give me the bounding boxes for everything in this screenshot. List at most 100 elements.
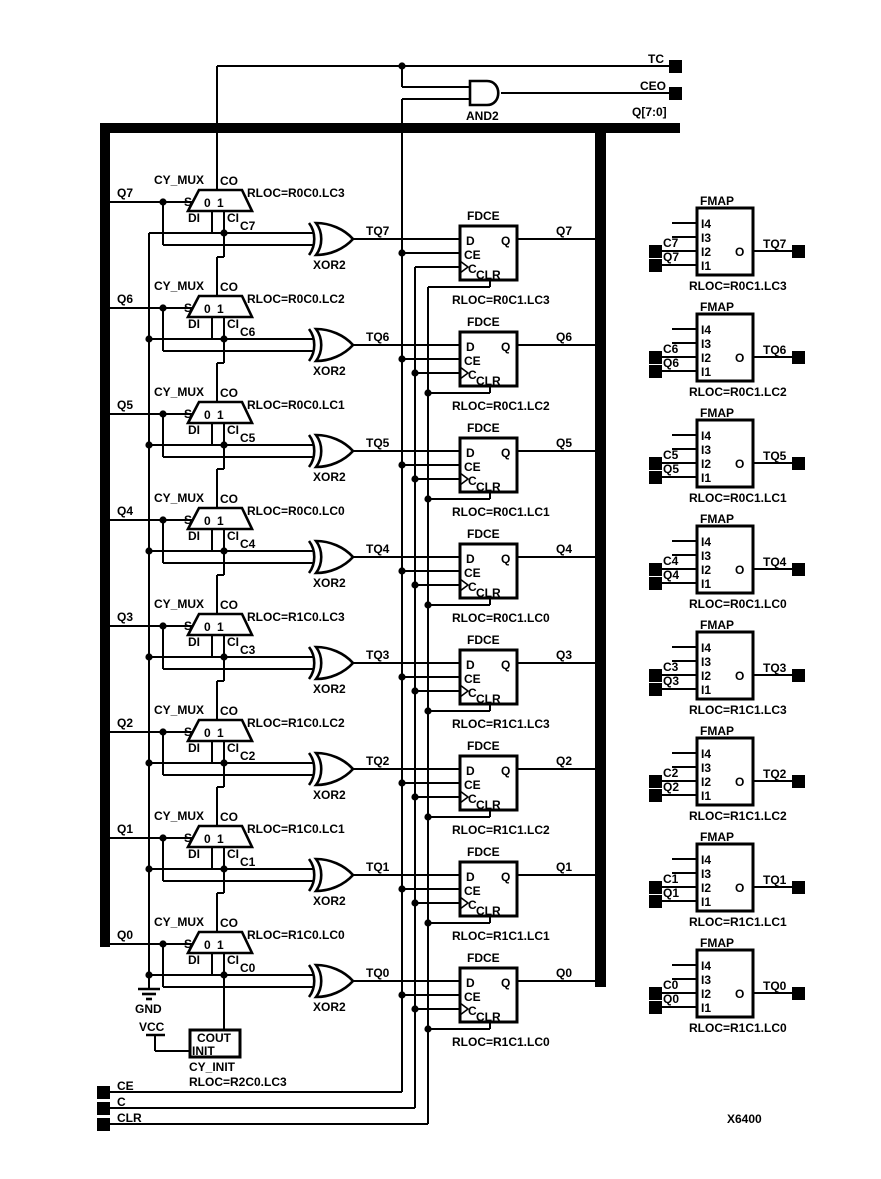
fdce-box [458,542,519,600]
i4-pin-label: I4 [701,641,711,655]
c-pad-label: C2 [663,766,679,780]
ce-pin-label: CE [464,990,481,1004]
clock-triangle [459,1002,470,1016]
q-branch-dot [159,516,167,524]
mux-0-label: 0 [204,832,211,846]
co-pin-label: CO [220,916,238,930]
q-net-label: Q1 [117,822,133,836]
c-junction-dot [411,369,419,377]
part-number-label: X6400 [727,1112,762,1126]
co-pin-label: CO [220,810,238,824]
fmap-rloc-label: RLOC=R0C1.LC0 [689,597,787,611]
cy-init-label: CY_INIT [189,1060,236,1074]
tq-out-label: TQ5 [763,449,787,463]
c-input-pad [649,563,662,576]
fdce-rloc-label: RLOC=R1C1.LC0 [452,1035,550,1049]
fdce-rloc-label: RLOC=R1C1.LC1 [452,929,550,943]
fmap-out-pad [792,563,805,576]
fdce-title: FDCE [467,633,500,647]
fmap-title: FMAP [700,830,734,844]
clock-triangle [459,896,470,910]
fdce-rloc-label: RLOC=R0C1.LC2 [452,399,550,413]
clr-junction-dot [424,813,432,821]
mux-1-label: 1 [217,408,224,422]
ci-pin-label: CI [227,847,239,861]
xor2-label: XOR2 [313,258,346,272]
i2-pin-label: I2 [701,245,711,259]
xor2-gate [313,751,355,787]
s-pin-label: S [184,937,192,951]
cy-mux-label: CY_MUX [154,915,204,929]
tq-out-label: TQ7 [763,237,787,251]
clock-triangle [459,790,470,804]
c-pad-label: C5 [663,448,679,462]
fdce-rloc-label: RLOC=R0C1.LC1 [452,505,550,519]
tq-net-label: TQ1 [366,860,390,874]
carry-junction-dot [220,865,228,873]
q-input-pad [649,789,662,802]
fdce-rloc-label: RLOC=R0C1.LC3 [452,293,550,307]
c-input-pad [649,351,662,364]
clr-input-pad [97,1118,110,1131]
cout-pin-label: COUT [197,1031,232,1045]
carry-junction-dot [220,759,228,767]
q-pad-label: Q7 [663,250,679,264]
c-pad-label: C4 [663,554,679,568]
cy-mux-symbol [185,612,255,637]
fdce-rloc-label: RLOC=R1C1.LC3 [452,717,550,731]
c-net-label: C2 [240,749,256,763]
clr-input-label: CLR [117,1111,142,1125]
fdce-title: FDCE [467,845,500,859]
i2-pin-label: I2 [701,351,711,365]
fmap-box [695,312,755,383]
fmap-box [695,524,755,595]
q-output-label: Q3 [556,648,572,662]
fdce-title: FDCE [467,527,500,541]
q-pin-label: Q [501,870,510,884]
fdce-box [458,966,519,1024]
cy-mux-symbol [185,930,255,955]
o-pin-label: O [735,245,744,259]
q-pad-label: Q5 [663,462,679,476]
o-pin-label: O [735,881,744,895]
i3-pin-label: I3 [701,549,711,563]
di-pin-label: DI [188,211,200,225]
c-pin-label: C [468,1004,477,1018]
c-net-label: C0 [240,961,256,975]
q-output-label: Q6 [556,330,572,344]
tc-junction-dot [398,62,406,70]
mux-0-label: 0 [204,514,211,528]
xor2-gate [313,963,355,999]
mux-rloc-label: RLOC=R0C0.LC0 [247,504,345,518]
co-pin-label: CO [220,280,238,294]
i2-pin-label: I2 [701,987,711,1001]
fmap-title: FMAP [700,618,734,632]
q-pin-label: Q [501,340,510,354]
d-pin-label: D [466,340,475,354]
i3-pin-label: I3 [701,443,711,457]
mux-rloc-label: RLOC=R1C0.LC1 [247,822,345,836]
clr-junction-dot [424,389,432,397]
i4-pin-label: I4 [701,747,711,761]
q-pad-label: Q1 [663,886,679,900]
i1-pin-label: I1 [701,365,711,379]
clock-triangle [459,578,470,592]
mux-0-label: 0 [204,620,211,634]
clr-pin-label: CLR [476,374,501,388]
c-pad-label: C0 [663,978,679,992]
fmap-box [695,948,755,1019]
clr-pin-label: CLR [476,798,501,812]
fdce-box [458,224,519,282]
clr-pin-label: CLR [476,480,501,494]
tc-pad [669,60,682,73]
i3-pin-label: I3 [701,231,711,245]
q-net-label: Q4 [117,504,133,518]
ce-pin-label: CE [464,460,481,474]
d-pin-label: D [466,658,475,672]
ce-pin-label: CE [464,566,481,580]
fdce-box [458,648,519,706]
clock-triangle [459,260,470,274]
c-input-label: C [117,1095,126,1109]
xor2-gate [313,327,355,363]
ce-junction-dot [398,355,406,363]
